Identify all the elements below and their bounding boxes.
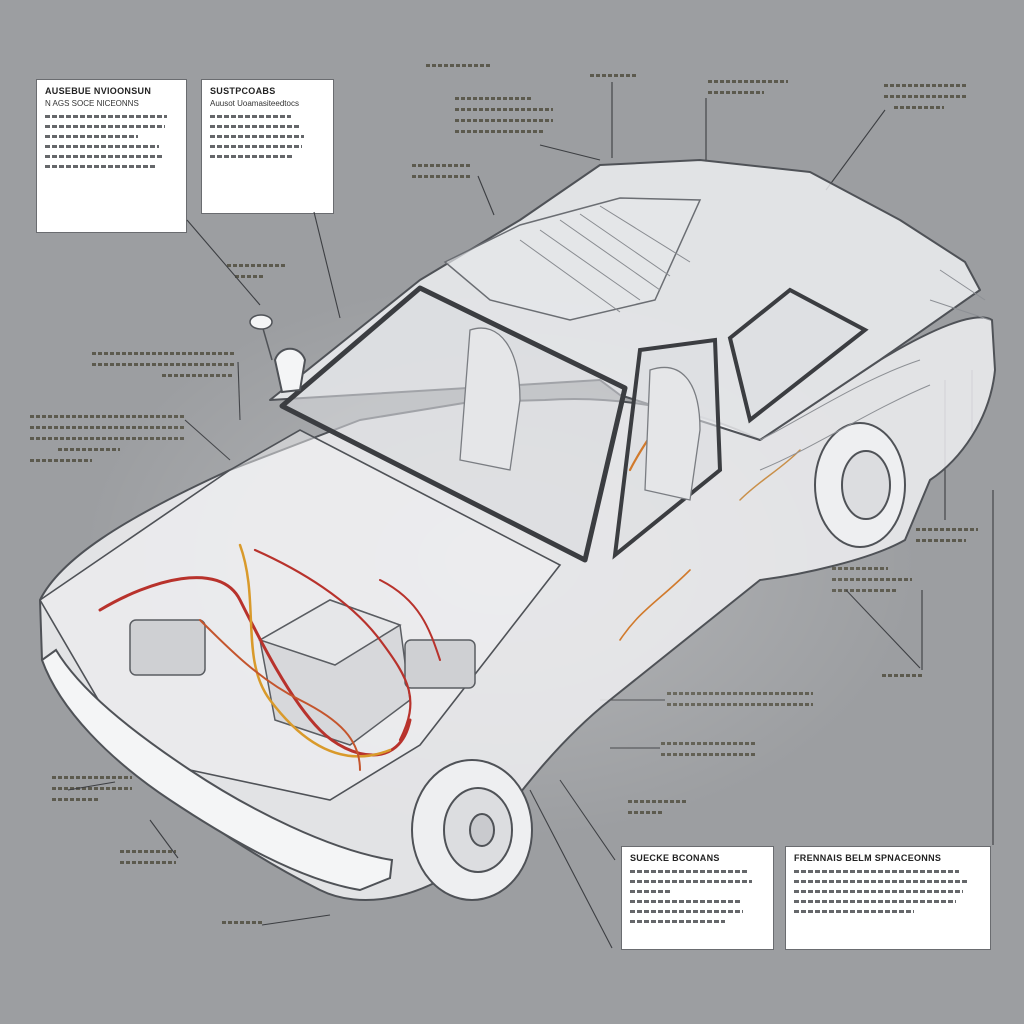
hood — [38, 429, 562, 801]
callout-label — [590, 74, 638, 85]
callout-label — [426, 64, 492, 75]
info-box-top-left: AUSEBUE NVIOONSUN N AGS SOCE NICEONNS — [36, 79, 187, 233]
info-box-title: SUECKE BCONANS — [630, 853, 720, 863]
callout-label — [52, 776, 132, 809]
callout-label — [227, 264, 287, 286]
sunroof — [443, 197, 702, 321]
callout-label — [661, 742, 757, 764]
antenna — [249, 314, 273, 361]
callout-label — [412, 164, 470, 186]
side-window-front — [612, 337, 723, 560]
front-bumper — [40, 648, 394, 892]
callout-label — [916, 528, 978, 550]
callout-label — [832, 567, 912, 600]
info-box-subtitle: N AGS SOCE NICEONNS — [45, 99, 139, 108]
info-box-bottom-center: SUECKE BCONANS — [621, 846, 774, 950]
callout-label — [222, 921, 262, 932]
car-body — [39, 316, 996, 901]
windshield — [279, 285, 628, 563]
callout-label — [120, 850, 176, 872]
info-box-title: FRENNAIS BELM SPNACEONNS — [794, 853, 942, 863]
engine-block — [129, 599, 476, 746]
rear-wheel — [814, 422, 906, 548]
callout-label — [628, 800, 688, 822]
seats — [459, 327, 701, 501]
callout-label — [882, 674, 922, 685]
info-box-bottom-right: FRENNAIS BELM SPNACEONNS — [785, 846, 991, 950]
info-box-subtitle: Auusot Uoamasiteedtocs — [210, 99, 299, 108]
car-cabin — [269, 159, 981, 441]
callout-label — [884, 84, 968, 117]
rear-panel-detail — [759, 269, 991, 471]
side-window-rear — [727, 287, 869, 424]
callout-label — [708, 80, 788, 102]
callout-label — [455, 97, 553, 141]
front-wheel — [411, 759, 533, 901]
info-box-top-center: SUSTPCOABS Auusot Uoamasiteedtocs — [201, 79, 334, 214]
callout-label — [92, 352, 236, 385]
info-box-title: SUSTPCOABS — [210, 86, 276, 96]
side-mirror — [273, 347, 307, 394]
callout-label — [667, 692, 813, 714]
callout-label — [30, 415, 184, 470]
info-box-title: AUSEBUE NVIOONSUN — [45, 86, 152, 96]
